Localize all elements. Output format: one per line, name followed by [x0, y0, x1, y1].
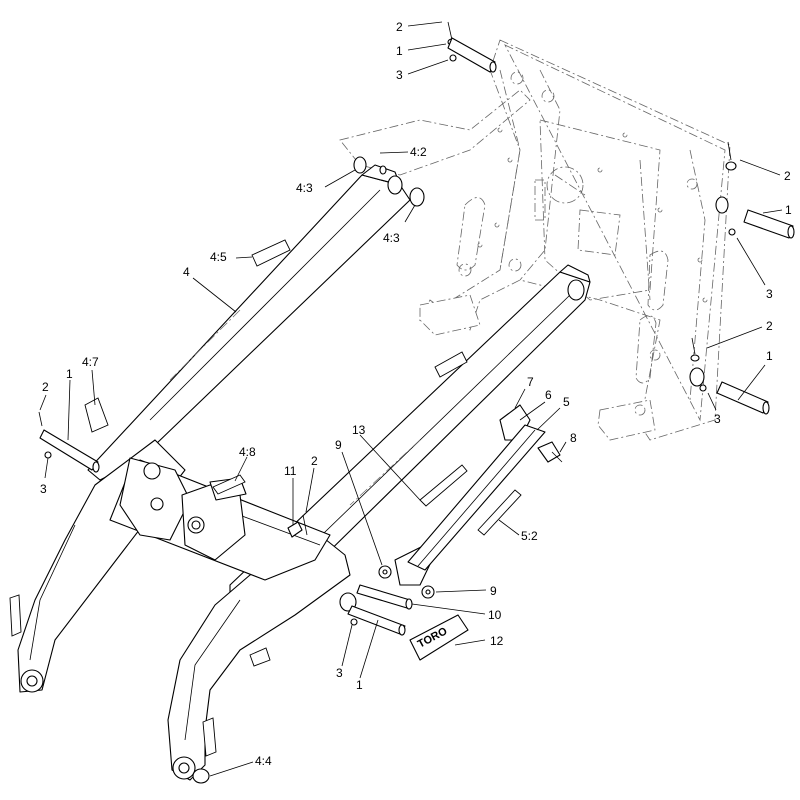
callout-3-top: 3 — [396, 68, 403, 82]
decal-4-5 — [251, 239, 291, 267]
decal-4-8 — [212, 474, 246, 495]
decal-arm-left — [9, 594, 22, 637]
callout-2-left: 2 — [42, 380, 49, 394]
callout-5-2: 5:2 — [521, 529, 538, 543]
callout-7: 7 — [527, 375, 534, 389]
callout-9-b: 9 — [490, 584, 497, 598]
bushing-4-3-b — [409, 187, 425, 207]
hydraulic-link — [407, 424, 563, 571]
decal-4-7 — [84, 397, 109, 433]
toro-logo-decal: TORO — [409, 614, 469, 661]
callout-1-top: 1 — [396, 44, 403, 58]
right-arm-drop — [167, 534, 351, 781]
callout-3-mid-right: 3 — [714, 412, 721, 426]
callout-1-bottom: 1 — [356, 678, 363, 692]
callout-4-8: 4:8 — [239, 445, 256, 459]
decal-arm-right — [202, 717, 217, 757]
callout-4-4: 4:4 — [255, 754, 272, 768]
decal-lower-arm — [434, 351, 468, 378]
hardware-left — [38, 411, 100, 473]
callout-5: 5 — [563, 395, 570, 409]
callout-8: 8 — [570, 431, 577, 445]
callout-1-right: 1 — [785, 203, 792, 217]
callout-labels: 2 1 3 4:2 4:3 4:3 2 1 3 4:5 4 2 1 3 4:7 … — [40, 20, 792, 768]
cross-tube — [109, 457, 331, 581]
decal-5-2 — [477, 489, 522, 536]
hardware-right — [715, 141, 795, 239]
callout-3-right: 3 — [766, 287, 773, 301]
callout-13: 13 — [352, 423, 366, 437]
callout-11: 11 — [284, 464, 297, 478]
callout-2-right: 2 — [784, 169, 791, 183]
callout-4-2: 4:2 — [410, 145, 427, 159]
callout-3-left: 3 — [40, 482, 47, 496]
decal-13 — [419, 464, 468, 507]
callout-2-center: 2 — [311, 454, 318, 468]
callout-1-mid-right: 1 — [766, 349, 773, 363]
callout-4: 4 — [183, 265, 190, 279]
callout-4-3-b: 4:3 — [383, 231, 400, 245]
upper-loader-arm — [87, 156, 425, 481]
callout-2-top: 2 — [396, 20, 403, 34]
callout-10: 10 — [488, 608, 502, 622]
callout-4-7: 4:7 — [82, 355, 99, 369]
mounting-frame-phantom — [419, 39, 731, 441]
bushing-4-4 — [192, 768, 210, 784]
bushing-4-3-a — [353, 156, 367, 174]
callout-6: 6 — [545, 388, 552, 402]
callout-2-mid-right: 2 — [766, 319, 773, 333]
hardware-mid-right — [689, 337, 770, 415]
callout-4-3-a: 4:3 — [296, 181, 313, 195]
callout-9-a: 9 — [335, 438, 342, 452]
callout-3-bottom: 3 — [336, 666, 343, 680]
hardware-top — [447, 21, 497, 73]
callout-12: 12 — [490, 634, 504, 648]
leader-lines — [39, 21, 783, 777]
decal-small-right — [249, 647, 271, 667]
deck-plate-phantom — [339, 89, 531, 176]
callout-1-left: 1 — [66, 367, 73, 381]
callout-4-5: 4:5 — [210, 250, 227, 264]
